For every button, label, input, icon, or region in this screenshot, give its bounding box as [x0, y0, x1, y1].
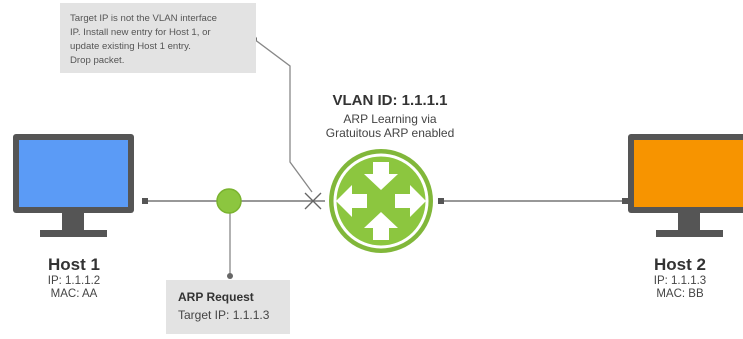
callout-line: Target IP is not the VLAN interface — [70, 13, 218, 24]
callout-line: Drop packet. — [70, 55, 125, 66]
arrow-left-icon — [336, 185, 367, 217]
host2-monitor-icon — [628, 134, 743, 237]
vlan-subtitle: ARP Learning via Gratuitous ARP enabled — [300, 112, 480, 140]
link-endpoint-router — [438, 198, 444, 204]
arrow-right-icon — [395, 185, 426, 217]
arp-anchor-dot — [227, 273, 233, 279]
link-endpoint-host2 — [622, 198, 628, 204]
host1-label: Host 1 IP: 1.1.1.2 MAC: AA — [14, 255, 134, 301]
arrow-up-icon — [364, 212, 398, 240]
vlan-subtitle-line: ARP Learning via — [343, 112, 437, 126]
host1-ip: IP: 1.1.1.2 — [47, 275, 101, 287]
callout-line: update existing Host 1 entry. — [70, 41, 191, 52]
arp-target-ip: Target IP: 1.1.1.3 — [178, 308, 270, 322]
host2-label: Host 2 IP: 1.1.1.3 MAC: BB — [620, 255, 740, 301]
host1-name: Host 1 — [48, 255, 100, 274]
host2-mac: MAC: BB — [656, 288, 704, 300]
callout-leader-line — [253, 38, 313, 193]
host1-mac: MAC: AA — [50, 288, 98, 300]
router-icon — [329, 149, 433, 253]
arp-request-box: ARP Request Target IP: 1.1.1.3 — [166, 280, 290, 334]
host2-name: Host 2 — [654, 255, 706, 274]
vlan-title: VLAN ID: 1.1.1.1 — [332, 92, 448, 109]
host1-monitor-icon — [13, 134, 134, 237]
arp-request-title: ARP Request — [178, 290, 254, 304]
vlan-subtitle-line: Gratuitous ARP enabled — [325, 126, 455, 140]
callout-note: Target IP is not the VLAN interface IP. … — [60, 3, 256, 73]
arp-packet-icon — [216, 188, 242, 214]
host2-ip: IP: 1.1.1.3 — [653, 275, 707, 287]
drop-cross-icon — [304, 192, 322, 210]
link-endpoint-host1 — [142, 198, 148, 204]
callout-line: IP. Install new entry for Host 1, or — [70, 27, 211, 38]
arrow-down-icon — [364, 162, 398, 190]
